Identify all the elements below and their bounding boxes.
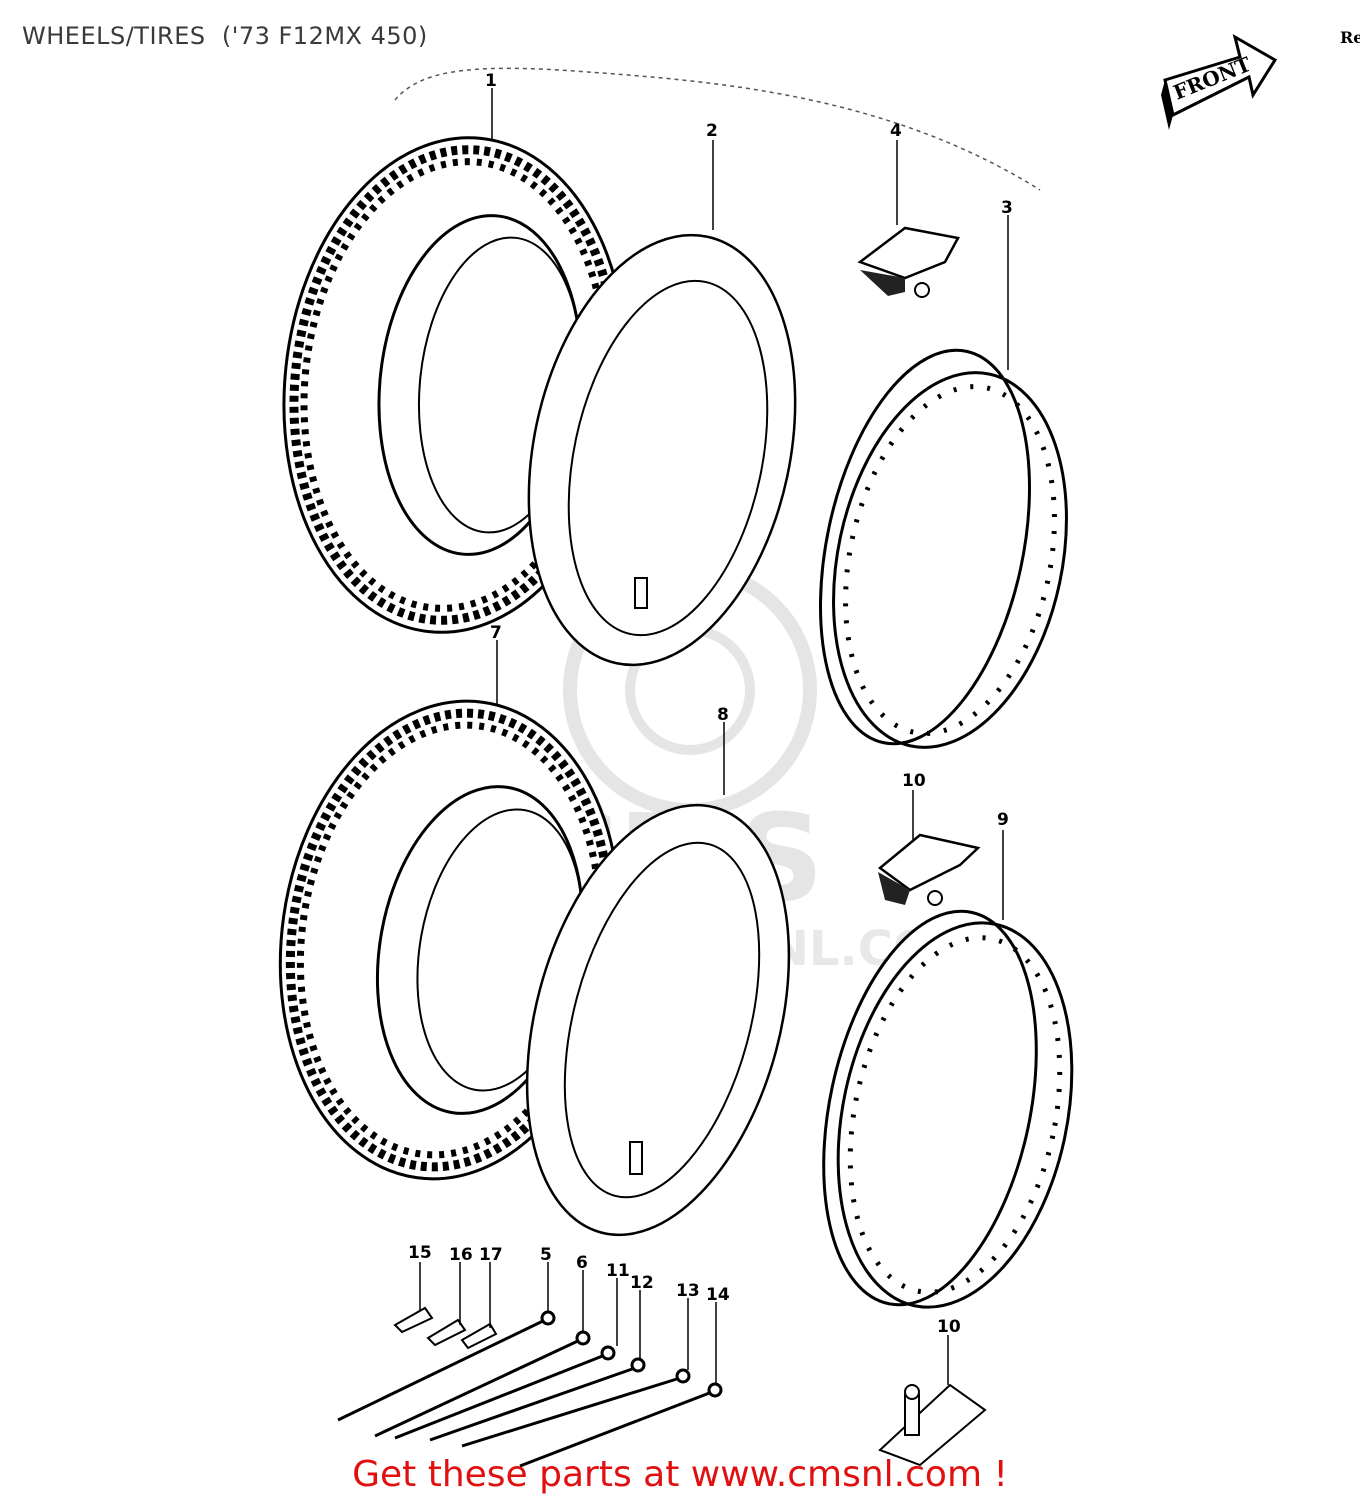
callout-5: 5	[540, 1245, 552, 1265]
callout-1: 1	[485, 71, 497, 91]
rear-rim-flap	[877, 833, 981, 906]
callout-17: 17	[479, 1245, 503, 1265]
valve-stem-icon	[629, 1141, 643, 1175]
promo-link[interactable]: Get these parts at www.cmsnl.com !	[352, 1454, 1008, 1495]
front-tube	[527, 233, 797, 667]
front-rim-flap	[857, 226, 960, 298]
rear-tube	[525, 803, 791, 1237]
callout-7: 7	[490, 623, 502, 643]
front-arrow: FRONT	[1161, 33, 1278, 130]
callout-4: 4	[890, 121, 902, 141]
spoke-nipples	[393, 1306, 498, 1350]
callout-16: 16	[449, 1245, 473, 1265]
callout-14: 14	[706, 1285, 730, 1305]
callout-12: 12	[630, 1273, 654, 1293]
callout-10-upper: 10	[902, 771, 926, 791]
callout-10-lower: 10	[937, 1317, 961, 1337]
callout-3: 3	[1001, 198, 1013, 218]
leader-lines	[419, 88, 1009, 1385]
valve-stem-icon	[634, 577, 648, 609]
callout-11: 11	[606, 1261, 630, 1281]
front-rim	[819, 348, 1068, 749]
diagram-title: WHEELS/TIRES ('73 F12MX 450)	[22, 22, 428, 50]
corner-mark: Rе	[1340, 28, 1360, 47]
callout-2: 2	[706, 121, 718, 141]
rim-lock	[878, 1383, 987, 1467]
callout-9: 9	[997, 810, 1009, 830]
callout-13: 13	[676, 1281, 700, 1301]
rear-rim	[822, 909, 1074, 1309]
callout-15: 15	[408, 1243, 432, 1263]
callout-8: 8	[717, 705, 729, 725]
spokes	[337, 1310, 723, 1468]
callout-6: 6	[576, 1253, 588, 1273]
